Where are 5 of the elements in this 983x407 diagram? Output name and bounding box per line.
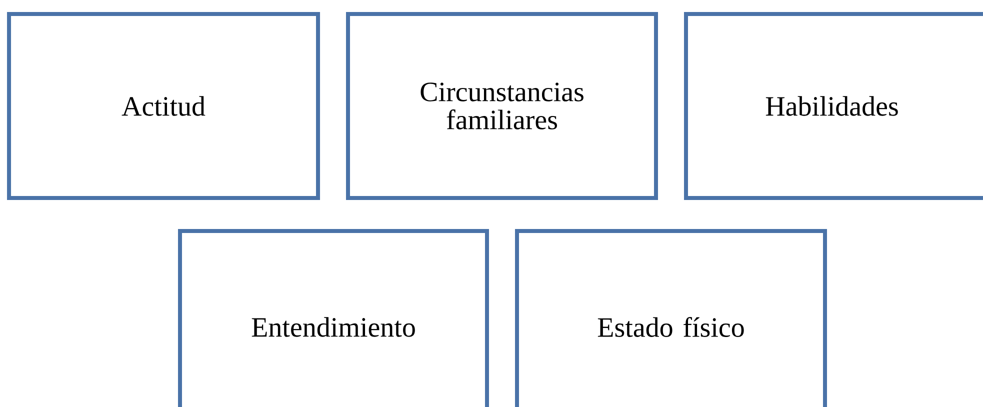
text-box: Actitud: [7, 12, 320, 200]
text-box: Estado físico: [515, 229, 827, 407]
text-box: Circunstancias familiares: [346, 12, 658, 200]
text-box: Habilidades: [684, 12, 983, 200]
text-box: Entendimiento: [178, 229, 489, 407]
